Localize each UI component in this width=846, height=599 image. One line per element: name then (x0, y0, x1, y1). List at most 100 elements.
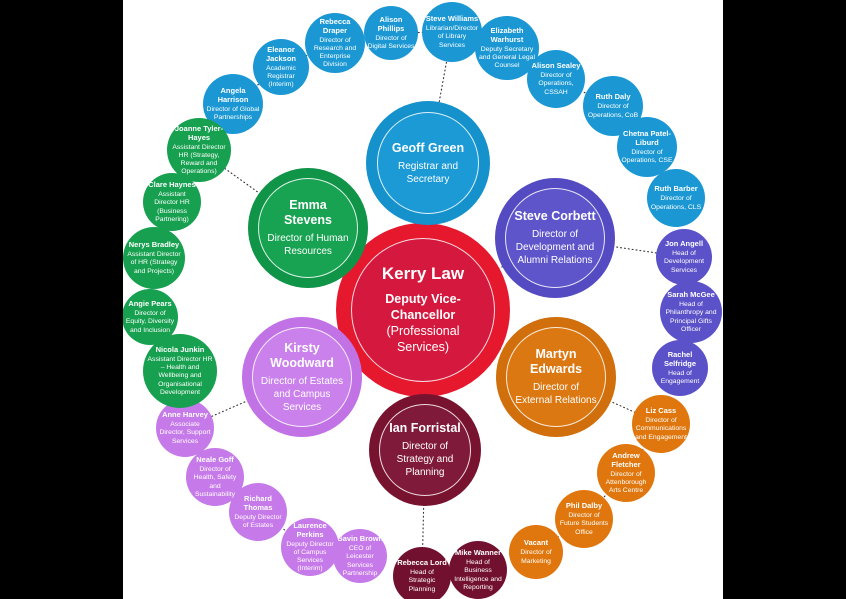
person-name: Rebecca Draper (319, 16, 351, 35)
person-name: Phil Dalby (565, 501, 603, 511)
person-title: Head of Philanthropy and Principal Gifts… (665, 301, 717, 333)
person-title: Academic Registrar (Interim) (266, 64, 296, 88)
person-title: Director of Communications and Engagemen… (635, 417, 687, 441)
person-title: Associate Director, Support Services (159, 421, 211, 445)
person-title: Assistant Director of HR (Strategy and P… (127, 251, 181, 275)
person-name: Martyn Edwards (529, 347, 583, 376)
person-name: Liz Cass (645, 406, 677, 416)
person-name: Richard Thomas (243, 493, 273, 512)
person-title: Director of Equity, Diversity and Inclus… (125, 310, 175, 334)
person-name: Neale Goff (196, 455, 234, 465)
person-name: Geoff Green (391, 140, 465, 155)
person-title: Director of Human Resources (267, 233, 349, 257)
person-name: Jon Angell (664, 239, 704, 249)
person-title: Director of Estates and Campus Services (260, 375, 344, 413)
person-name: Andrew Fletcher (611, 450, 641, 469)
person-name: Sarah McGee (667, 290, 715, 300)
person-name: Kerry Law (381, 264, 465, 284)
person-title: Deputy Director of Campus Services (Inte… (286, 540, 334, 573)
person-title: Librarian/Director of Library Services (425, 25, 479, 49)
person-title: Assistant Director HR (Business Partneri… (154, 191, 190, 223)
person-name: Anne Harvey (162, 410, 208, 420)
person-title: Director of Operations, CSSAH (538, 72, 574, 96)
person-title: Director of Development and Alumni Relat… (515, 229, 595, 266)
person-name: Rachel Selfridge (663, 349, 697, 368)
person-title: Director of Digital Services (367, 34, 415, 50)
person-name: Steve Williams (425, 14, 479, 24)
person-title: Director of Strategy and Planning (396, 441, 454, 478)
person-name: Ruth Barber (654, 184, 698, 194)
person-name: Alison Sealey (531, 61, 581, 71)
person-title: Assistant Director HR (Strategy, Reward … (172, 143, 226, 176)
person-name: Ian Forristal (389, 421, 461, 435)
person-title: Deputy Director of Estates (234, 513, 282, 529)
person-title: Deputy Vice-Chancellor (385, 291, 461, 322)
person-name: Chetna Patel-Liburd (623, 128, 671, 147)
org-link-geoff-green--steve-williams (427, 31, 453, 164)
person-name: Rebecca Lord (397, 558, 447, 568)
person-title: Assistant Director HR – Health and Wellb… (147, 356, 213, 396)
org-link-alison-sealey--ruth-daly (555, 78, 614, 107)
person-name: Angela Harrison (217, 85, 249, 104)
person-title: Head of Strategic Planning (408, 569, 436, 593)
